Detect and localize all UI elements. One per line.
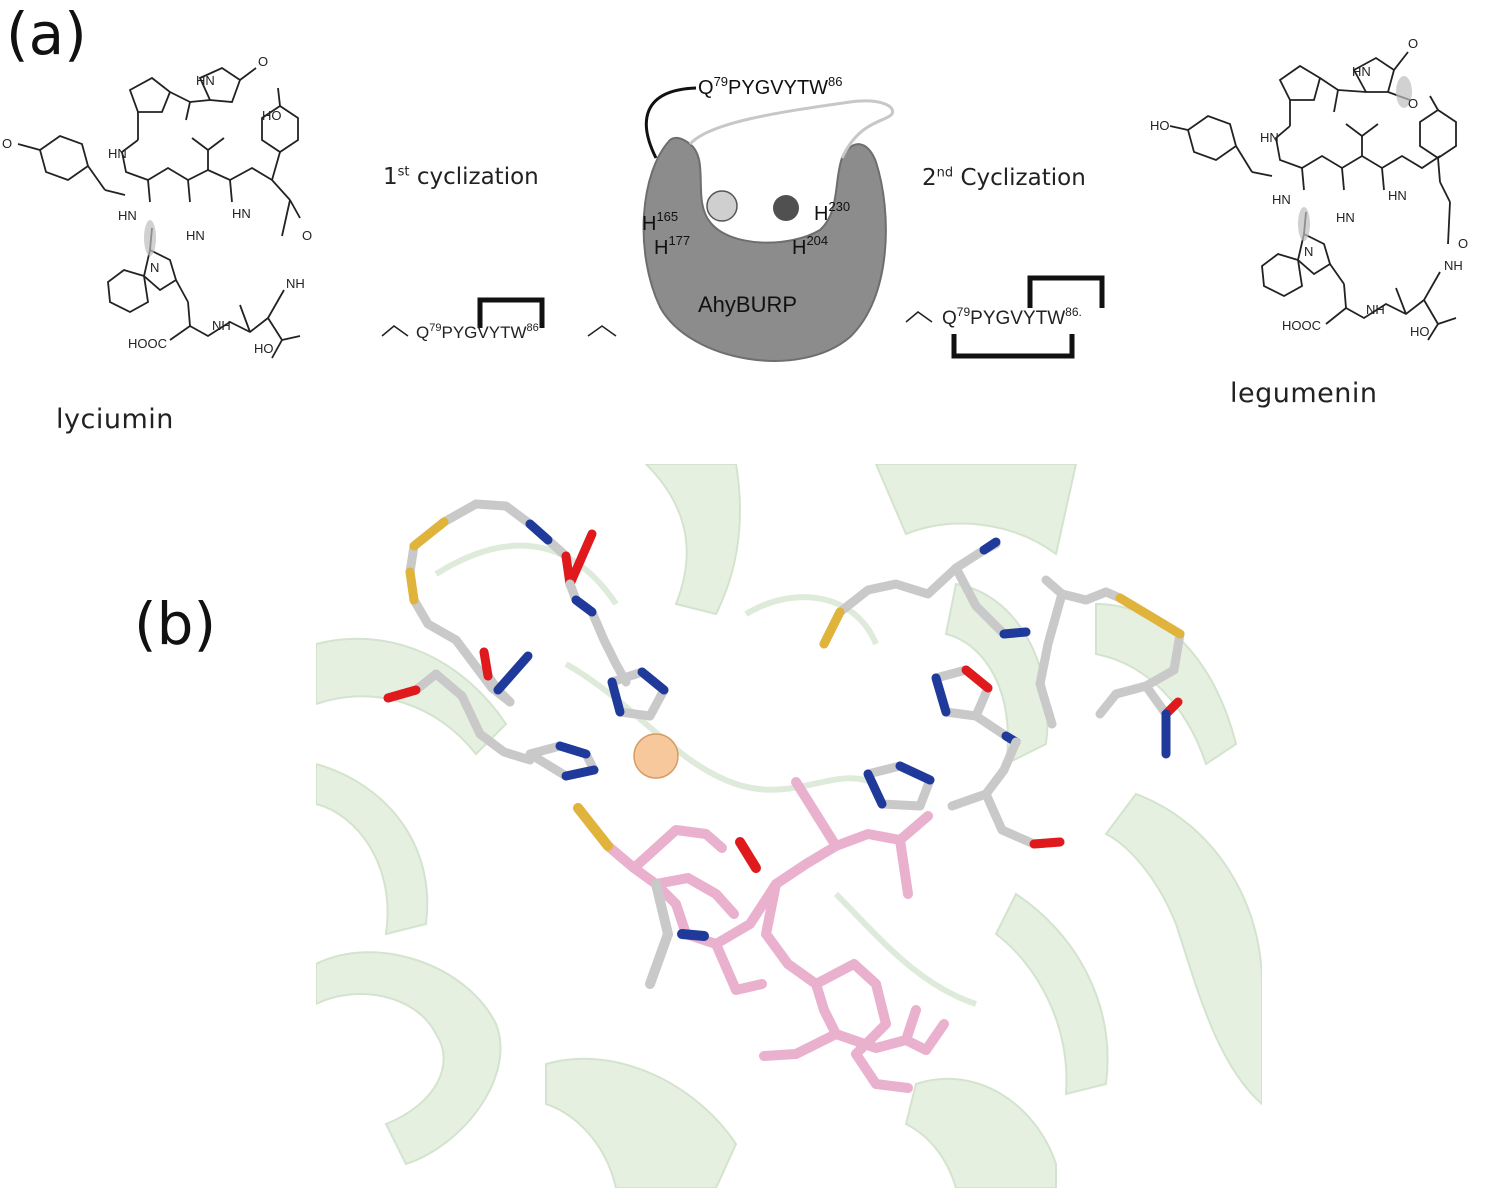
right-residues (819, 537, 1185, 849)
svg-text:HN: HN (1352, 64, 1371, 79)
svg-text:HN: HN (108, 146, 127, 161)
metal-site-dark (773, 195, 799, 221)
svg-text:HN: HN (1388, 188, 1407, 203)
svg-text:HO: HO (262, 108, 282, 123)
peptide-first-cyclized: Q79PYGVYTW86 (381, 297, 617, 342)
legumenin-structure: HO HN O O HN HN HN HN O NH N NH HOOC HO (1150, 36, 1468, 341)
peptide-second-cyclized: Q79PYGVYTW86. (905, 275, 1105, 359)
protein-cartoon (316, 464, 1262, 1188)
svg-text:HN: HN (196, 73, 215, 88)
svg-text:HN: HN (118, 208, 137, 223)
active-site-rendering (316, 464, 1262, 1188)
svg-text:H230: H230 (814, 199, 850, 225)
substrate-peptide (573, 777, 949, 1093)
metal-site-light (706, 190, 738, 222)
svg-text:HN: HN (1272, 192, 1291, 207)
lyciumin-label: lyciumin (56, 404, 174, 435)
svg-text:HO: HO (1410, 324, 1430, 339)
svg-text:N: N (1304, 244, 1313, 259)
left-residues (383, 499, 669, 781)
lyciumin-o: O (2, 136, 12, 151)
enzyme-body (642, 136, 887, 362)
svg-text:HN: HN (232, 206, 251, 221)
svg-text:HOOC: HOOC (128, 336, 167, 351)
first-cyclization-label: 1st cyclization (383, 164, 539, 190)
svg-text:O: O (1408, 96, 1418, 111)
enzyme-name: AhyBURP (698, 292, 797, 317)
svg-text:O: O (1458, 236, 1468, 251)
svg-text:HN: HN (186, 228, 205, 243)
svg-text:HO: HO (254, 341, 274, 356)
svg-text:Q79PYGVYTW86.: Q79PYGVYTW86. (942, 305, 1082, 329)
substrate-accents (573, 803, 761, 989)
svg-text:NH: NH (1366, 302, 1385, 317)
svg-text:Q79PYGVYTW86: Q79PYGVYTW86 (698, 74, 843, 99)
metal-ion (633, 733, 679, 779)
svg-text:NH: NH (212, 318, 231, 333)
panel-a-label: (a) (6, 0, 87, 68)
svg-text:H165: H165 (642, 209, 678, 235)
svg-text:NH: NH (286, 276, 305, 291)
svg-text:N: N (150, 260, 159, 275)
svg-text:HOOC: HOOC (1282, 318, 1321, 333)
legumenin-label: legumenin (1230, 378, 1378, 409)
svg-text:O: O (302, 228, 312, 243)
svg-text:HO: HO (1150, 118, 1170, 133)
svg-text:HN: HN (1336, 210, 1355, 225)
ahyburp-enzyme: Q79PYGVYTW86 H165 H177 H230 H204 AhyBURP (642, 74, 895, 362)
second-cyclization-label: 2nd Cyclization (922, 165, 1086, 191)
svg-text:Q79PYGVYTW86: Q79PYGVYTW86 (416, 322, 539, 342)
svg-text:H204: H204 (792, 233, 828, 259)
svg-text:H177: H177 (654, 233, 690, 259)
svg-text:HN: HN (1260, 130, 1279, 145)
svg-text:NH: NH (1444, 258, 1463, 273)
panel-b-label: (b) (134, 590, 217, 658)
svg-text:O: O (1408, 36, 1418, 51)
lyciumin-structure: O HN O HO HN HN HN HN O NH N NH HOOC HO (2, 54, 312, 359)
svg-text:O: O (258, 54, 268, 69)
